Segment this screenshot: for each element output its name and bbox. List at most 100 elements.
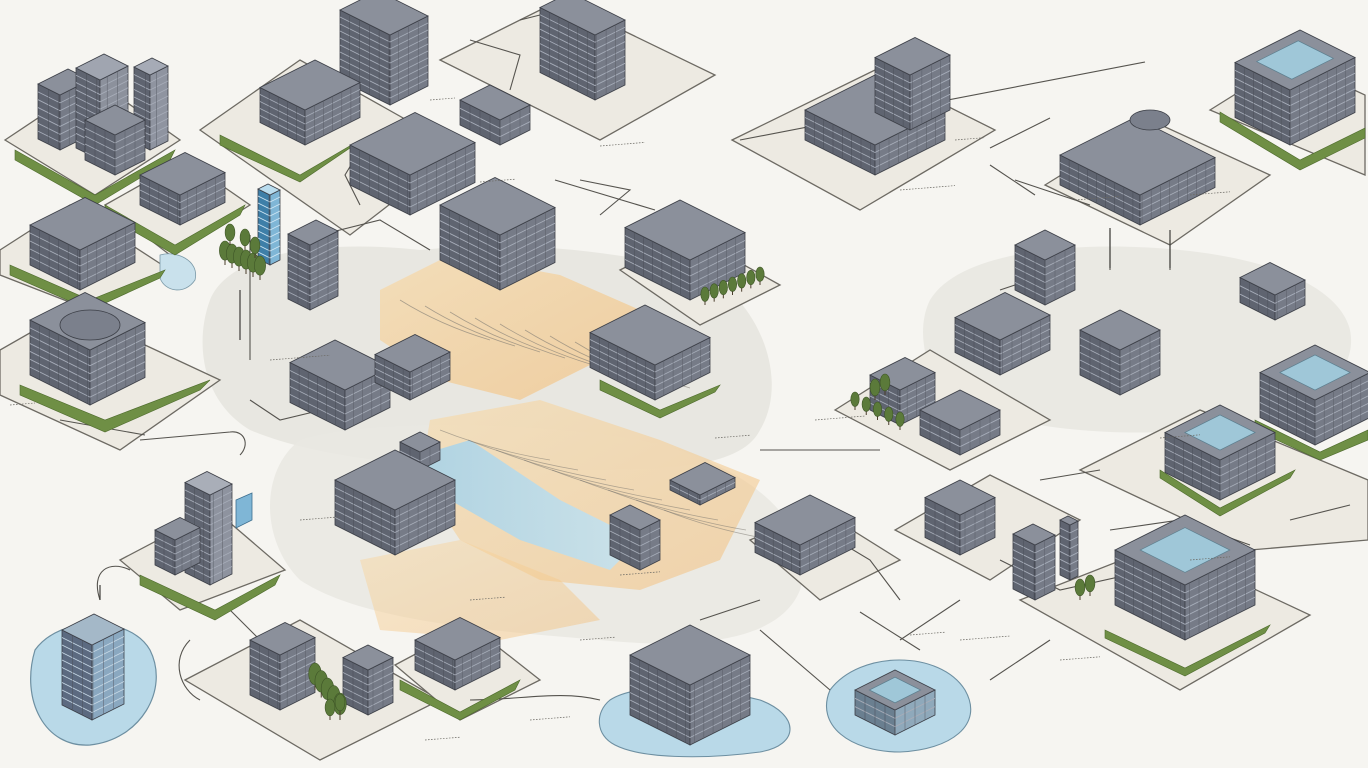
connector-line — [1039, 469, 1101, 481]
window-band — [589, 339, 656, 373]
window-band — [209, 521, 233, 533]
window-band — [1059, 162, 1141, 203]
building-icon — [669, 462, 736, 506]
window-band — [1059, 169, 1141, 211]
tree-icon — [727, 276, 737, 295]
window-band — [409, 365, 451, 387]
window-band — [909, 86, 951, 107]
glass-roof — [1255, 40, 1335, 80]
street-line — [607, 489, 719, 521]
building-icon — [349, 112, 476, 216]
window-band — [1139, 179, 1216, 218]
window-band — [899, 393, 936, 412]
annotation-scribble — [269, 354, 331, 361]
window-band — [539, 50, 596, 79]
window-band — [79, 254, 136, 283]
tree-icon — [1084, 574, 1096, 596]
window-band — [1044, 252, 1076, 268]
window-band — [374, 361, 411, 380]
window-band — [139, 182, 181, 203]
window-band — [61, 674, 93, 691]
lawn-strip — [399, 679, 521, 721]
window-band — [624, 243, 691, 277]
window-band — [269, 203, 281, 210]
window-band — [689, 707, 751, 738]
window-band — [257, 195, 271, 203]
window-band — [89, 329, 146, 359]
window-band — [29, 335, 91, 367]
window-band — [154, 543, 176, 555]
annotation-scribble — [1189, 556, 1231, 561]
window-band — [1114, 557, 1186, 594]
building-roof — [154, 517, 201, 541]
window-band — [999, 328, 1051, 355]
building-roof — [29, 197, 136, 251]
window-band — [629, 669, 691, 701]
tree-icon — [718, 280, 728, 299]
window-band — [954, 338, 1001, 362]
window-band — [689, 684, 751, 716]
window-band — [89, 353, 146, 382]
tree-crown — [746, 270, 756, 286]
building-roof — [669, 462, 736, 496]
window-band — [499, 238, 556, 267]
window-band — [1059, 566, 1071, 573]
window-band — [269, 217, 281, 224]
window-band — [344, 399, 391, 423]
window-band — [367, 694, 394, 708]
street-line — [424, 305, 516, 347]
window-band — [209, 528, 233, 541]
window-band — [154, 536, 176, 548]
window-band — [954, 331, 1001, 355]
window-band — [174, 541, 201, 555]
window-band — [339, 23, 391, 50]
tree-crown — [737, 273, 747, 289]
street-line — [523, 459, 635, 491]
building-icon — [139, 152, 226, 226]
window-band — [257, 223, 271, 231]
tree-icon — [737, 273, 747, 292]
tree-crown — [709, 283, 719, 299]
window-band — [454, 652, 501, 676]
window-band — [61, 689, 93, 706]
window-band — [594, 34, 626, 50]
window-band — [594, 48, 626, 65]
tree-icon — [334, 693, 346, 715]
tree-crown — [239, 228, 251, 247]
window-band — [114, 127, 146, 144]
window-band — [309, 259, 339, 275]
window-band — [959, 513, 996, 532]
window-band — [279, 660, 316, 679]
window-band — [999, 335, 1051, 362]
window-band — [499, 121, 531, 138]
window-band — [91, 658, 125, 676]
window-band — [499, 254, 556, 283]
window-band — [209, 513, 233, 526]
window-band — [257, 202, 271, 210]
tree-crown — [334, 693, 346, 712]
window-band — [287, 248, 311, 260]
window-band — [342, 679, 369, 693]
window-band — [61, 682, 93, 698]
window-band — [61, 652, 93, 668]
window-band — [539, 57, 596, 86]
window-band — [29, 366, 91, 398]
window-band — [1014, 252, 1046, 268]
connector-line — [178, 639, 201, 701]
building-roof — [539, 0, 626, 36]
river — [420, 440, 640, 570]
annotation-scribble — [599, 142, 646, 147]
window-band — [344, 383, 391, 407]
window-band — [624, 235, 691, 269]
window-band — [394, 502, 456, 533]
window-band — [1034, 550, 1056, 562]
annotation-scribble — [424, 736, 461, 741]
building-icon — [334, 449, 456, 556]
building-roof — [75, 53, 129, 81]
window-band — [249, 686, 281, 703]
window-band — [1114, 565, 1186, 602]
window-band — [1012, 580, 1036, 593]
window-band — [439, 212, 501, 244]
window-band — [1289, 80, 1356, 114]
window-band — [909, 70, 951, 92]
